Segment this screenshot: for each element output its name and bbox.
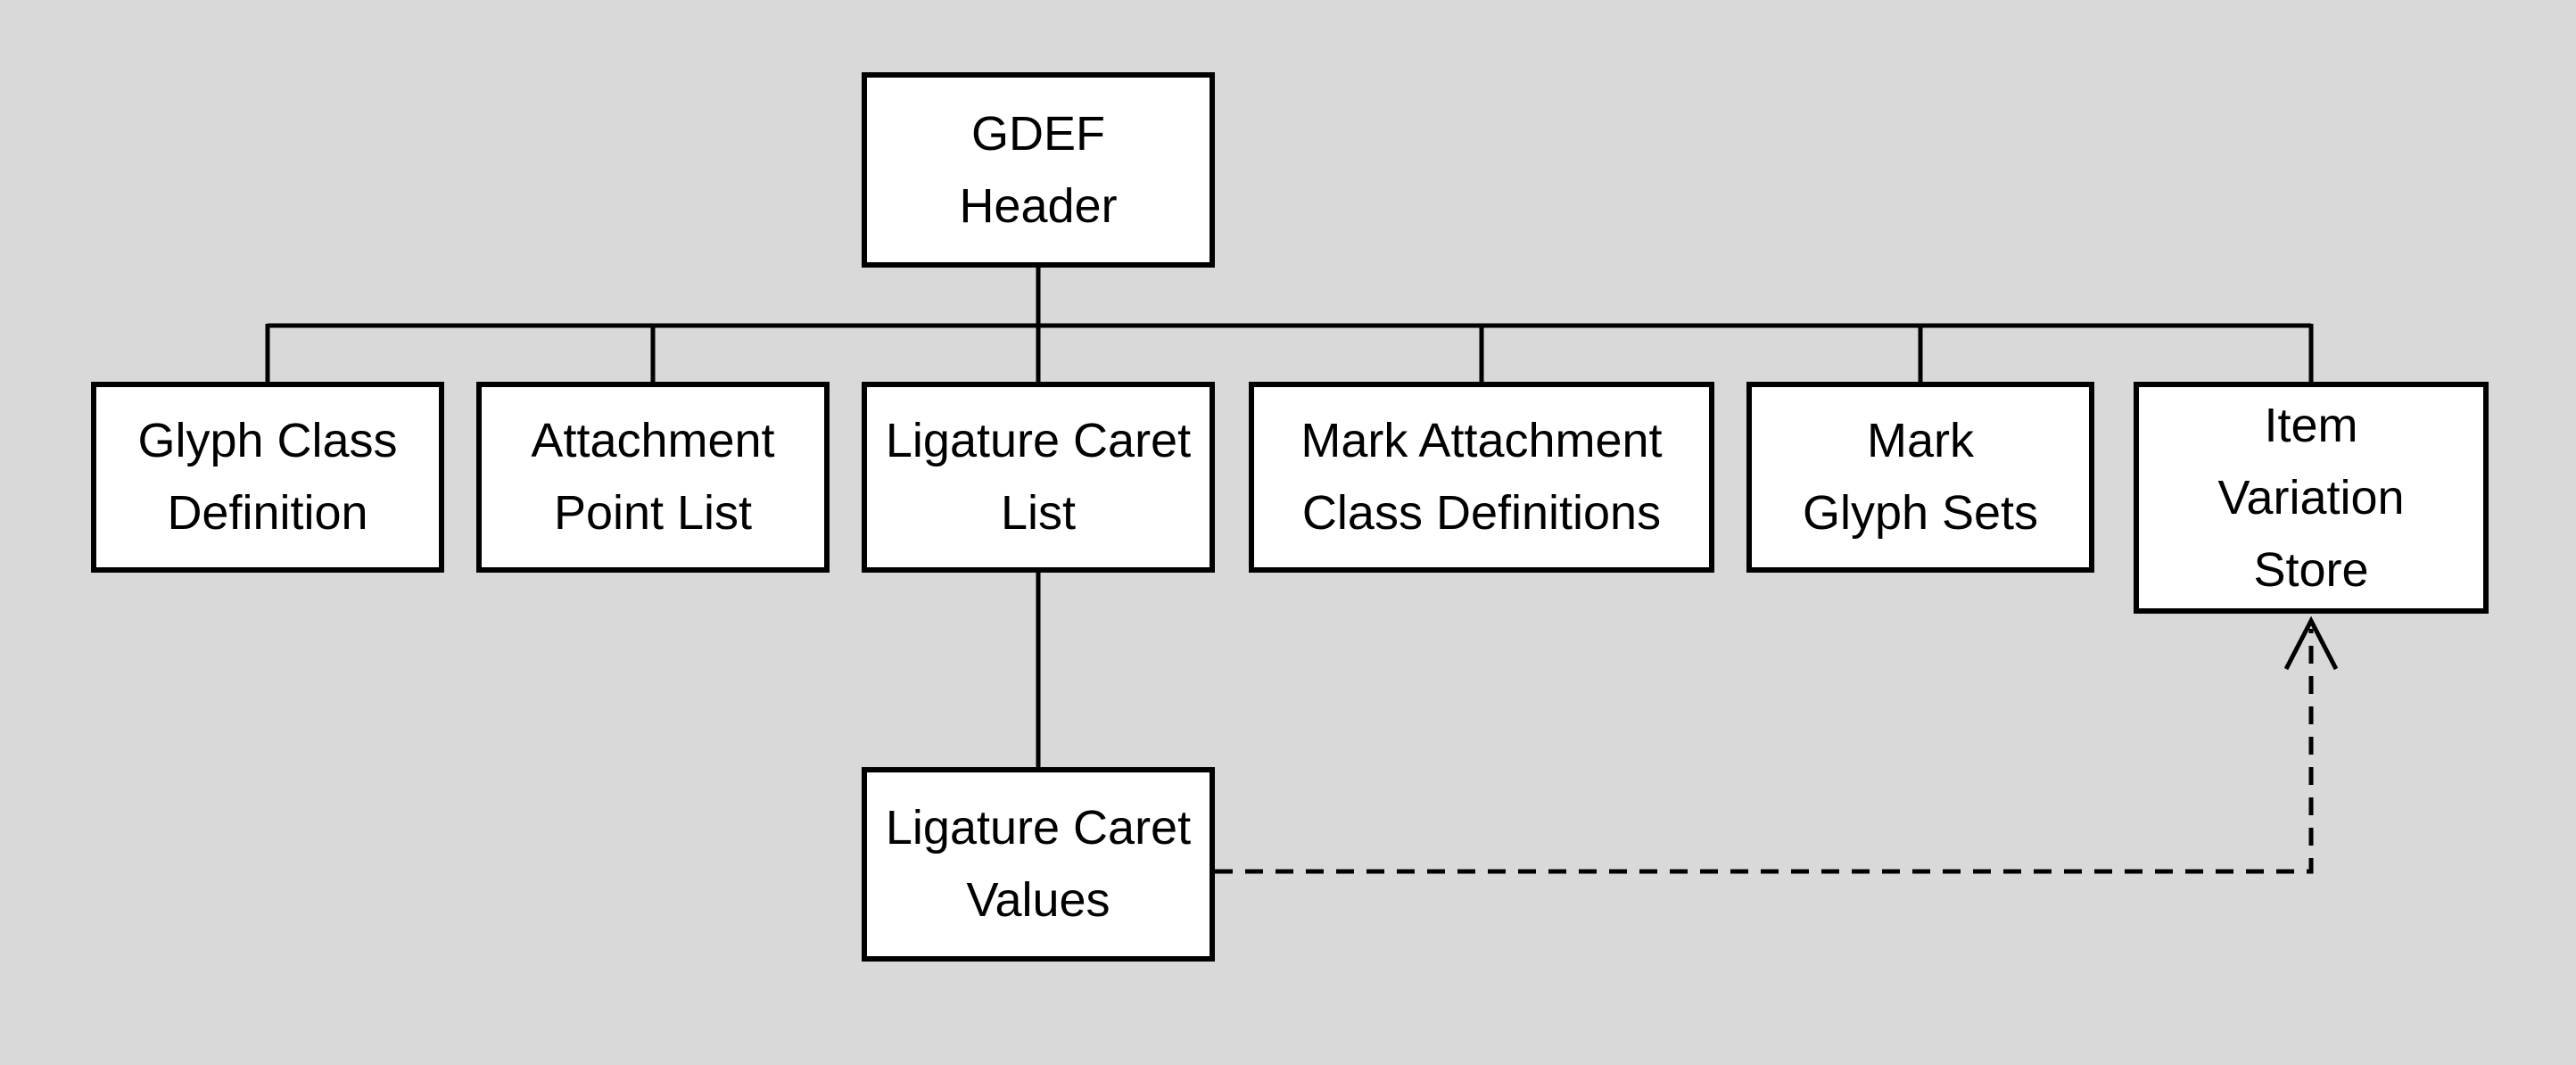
node-ligature-caret-list: Ligature Caret List [862, 382, 1215, 573]
node-item-variation-store: Item Variation Store [2134, 382, 2489, 614]
box-label-line: Variation [2217, 470, 2405, 524]
node-mark-attachment-class-definitions: Mark Attachment Class Definitions [1249, 382, 1714, 573]
box-label-line: Mark [1867, 414, 1974, 467]
arrowhead-up-icon [2283, 615, 2339, 671]
node-ligature-caret-values: Ligature Caret Values [862, 767, 1215, 962]
box-label-line: Mark Attachment [1300, 414, 1663, 467]
box-label-line: Ligature Caret [885, 414, 1192, 467]
node-attachment-point-list: Attachment Point List [476, 382, 830, 573]
box-label-line: List [1000, 486, 1077, 540]
node-mark-glyph-sets: Mark Glyph Sets [1746, 382, 2094, 573]
box-label-line: Ligature Caret [885, 801, 1192, 854]
box-label-line: Item [2264, 398, 2358, 452]
box-label-line: Header [959, 178, 1118, 233]
box-label-line: Class Definitions [1301, 486, 1662, 540]
connector-dashed-values-to-variation-store [1215, 629, 2314, 874]
box-label-line: Store [2253, 542, 2369, 597]
node-gdef-header: GDEF Header [862, 72, 1215, 268]
box-label-line: Glyph Sets [1802, 486, 2039, 540]
box-label-line: GDEF [970, 106, 1105, 161]
box-label-line: Values [966, 873, 1110, 927]
box-label-line: Definition [167, 486, 368, 540]
box-label-line: Glyph Class [137, 414, 398, 467]
box-label-line: Attachment [531, 414, 775, 467]
node-glyph-class-definition: Glyph Class Definition [91, 382, 444, 573]
box-label-line: Point List [553, 486, 753, 540]
